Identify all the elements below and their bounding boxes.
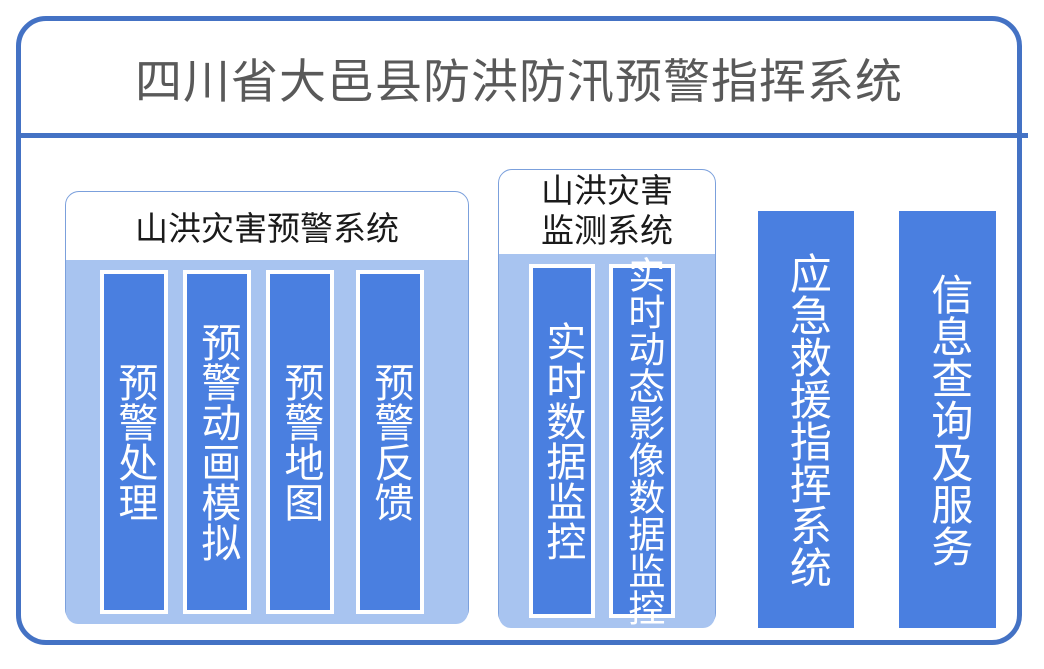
panel-warning-body: 预警处理 预警动画模拟 预警地图 预警反馈 bbox=[66, 260, 468, 624]
module-label: 实时动态影像数据监控 bbox=[621, 256, 663, 626]
module-warning-processing[interactable]: 预警处理 bbox=[100, 270, 168, 614]
module-warning-feedback[interactable]: 预警反馈 bbox=[356, 270, 424, 614]
panel-monitoring-system[interactable]: 实时数据监控 实时动态影像数据监控 山洪灾害 监测系统 bbox=[498, 169, 716, 628]
module-realtime-data-monitoring[interactable]: 实时数据监控 bbox=[529, 264, 595, 618]
module-warning-map[interactable]: 预警地图 bbox=[266, 270, 334, 614]
module-label: 预警地图 bbox=[278, 362, 324, 522]
panel-warning-title: 山洪灾害预警系统 bbox=[135, 212, 399, 248]
module-label: 信息查询及服务 bbox=[924, 272, 971, 567]
module-label: 预警处理 bbox=[112, 362, 158, 522]
title-divider bbox=[20, 133, 1028, 138]
panel-monitor-title-line1: 山洪灾害 bbox=[541, 174, 673, 210]
module-label: 实时数据监控 bbox=[540, 321, 586, 561]
panel-monitor-title-line2: 监测系统 bbox=[541, 214, 673, 250]
title-bar: 四川省大邑县防洪防汛预警指挥系统 bbox=[21, 21, 1017, 133]
page-title: 四川省大邑县防洪防汛预警指挥系统 bbox=[135, 54, 903, 110]
module-emergency-rescue-command-system[interactable]: 应急救援指挥系统 bbox=[758, 211, 854, 628]
module-warning-animation-simulation[interactable]: 预警动画模拟 bbox=[183, 270, 251, 614]
module-label: 预警动画模拟 bbox=[195, 322, 241, 562]
panel-monitor-body: 实时数据监控 实时动态影像数据监控 bbox=[499, 254, 715, 628]
module-information-query-and-service[interactable]: 信息查询及服务 bbox=[899, 211, 996, 628]
panel-warning-system[interactable]: 预警处理 预警动画模拟 预警地图 预警反馈 山洪灾害预警系统 bbox=[65, 191, 469, 624]
module-realtime-dynamic-image-data-monitoring[interactable]: 实时动态影像数据监控 bbox=[609, 256, 675, 626]
application-frame: 四川省大邑县防洪防汛预警指挥系统 预警处理 预警动画模拟 预警地图 预警反馈 山… bbox=[16, 16, 1028, 645]
panel-monitor-title: 山洪灾害 监测系统 bbox=[499, 170, 715, 254]
module-label: 预警反馈 bbox=[368, 362, 414, 522]
module-label: 应急救援指挥系统 bbox=[783, 251, 830, 588]
